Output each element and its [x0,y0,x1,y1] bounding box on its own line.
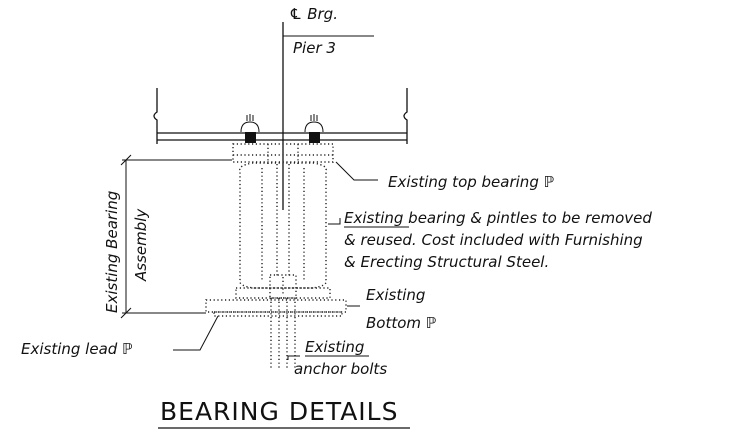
bearing-note-line-1: Existing bearing & pintles to be removed [344,209,652,227]
centerline-label: ℄ Brg. [289,5,338,23]
bottom-plates [205,299,347,317]
assembly-dimension [120,154,232,319]
leaders [173,161,378,360]
top-bearing-plate [232,143,334,164]
bearing-note-line-2: & reused. Cost included with Furnishing [344,231,643,249]
girder-flange [153,88,408,144]
bearing-body [235,162,331,299]
top-bearing-plate-label: Existing top bearing ℙ [388,173,554,191]
bearing-centerline [282,22,374,210]
drawing-title: BEARING DETAILS [160,397,398,426]
top-flange-bolts [240,114,324,143]
bottom-plate-label-line-1: Existing [366,286,425,304]
anchor-bolts [270,298,296,368]
anchor-bolts-label-line-2: anchor bolts [294,360,387,378]
bearing-note-line-3: & Erecting Structural Steel. [344,253,549,271]
anchor-bolts-label-line-1: Existing [305,338,364,356]
bottom-plate-label-line-2: Bottom ℙ [366,314,436,332]
pier-label: Pier 3 [293,39,336,57]
assembly-dimension-label-line-2: Assembly [132,208,150,282]
assembly-dimension-label-line-1: Existing Bearing [103,191,121,313]
lead-plate-label: Existing lead ℙ [21,340,133,358]
